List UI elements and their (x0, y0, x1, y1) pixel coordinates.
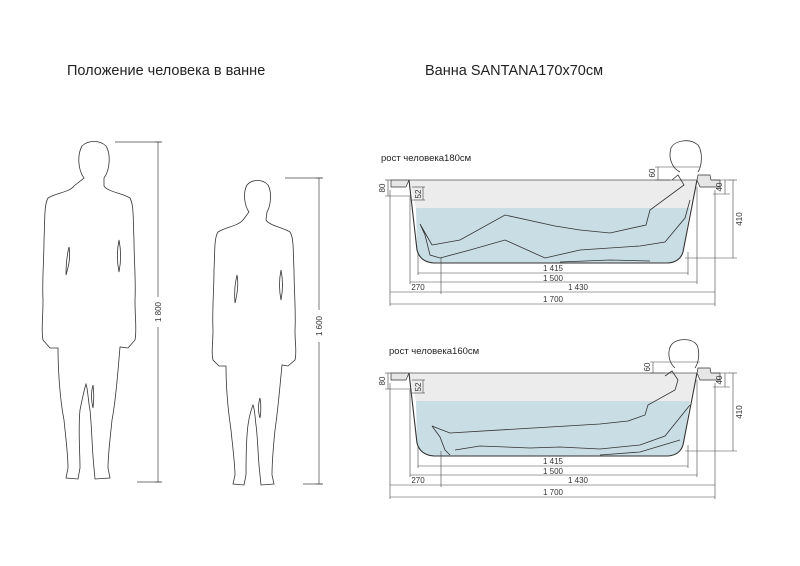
svg-text:1 700: 1 700 (543, 295, 564, 304)
svg-text:1 500: 1 500 (543, 467, 564, 476)
bath-1-caption: рост человека180см (381, 153, 472, 164)
svg-text:410: 410 (735, 212, 744, 226)
height-label-1800: 1 800 (154, 301, 163, 322)
svg-text:270: 270 (411, 283, 425, 292)
svg-text:1 415: 1 415 (543, 457, 564, 466)
height-dimension-1600: 1 600 (285, 177, 324, 485)
title-person-position: Положение человека в ванне (67, 63, 266, 79)
svg-text:60: 60 (648, 168, 657, 177)
height-label-1600: 1 600 (315, 315, 324, 336)
person-figure-1800 (41, 141, 137, 480)
reclining-person-160 (431, 339, 700, 456)
svg-text:410: 410 (735, 405, 744, 419)
svg-text:52: 52 (414, 189, 423, 198)
bath-1-dimensions: 80 52 60 40 410 1 415 1 500 270 1 430 (378, 166, 744, 306)
svg-text:60: 60 (643, 362, 652, 371)
svg-text:40: 40 (715, 375, 724, 384)
svg-text:1 500: 1 500 (543, 274, 564, 283)
svg-text:52: 52 (414, 382, 423, 391)
bath-2-dimensions: 80 52 60 40 410 1 415 1 500 270 1 430 1 … (378, 361, 744, 499)
svg-text:1 430: 1 430 (568, 283, 589, 292)
svg-text:1 700: 1 700 (543, 488, 564, 497)
title-bath-model: Ванна SANTANA170x70см (425, 63, 604, 79)
bath-diagram-180 (390, 140, 721, 264)
person-figure-1600 (211, 180, 297, 486)
bath-diagram-160 (390, 339, 721, 457)
height-dimension-1800: 1 800 (115, 141, 163, 483)
reclining-person-180 (419, 140, 702, 263)
svg-text:80: 80 (378, 376, 387, 385)
bath-2-caption: рост человека160см (389, 346, 480, 357)
svg-text:80: 80 (378, 183, 387, 192)
svg-text:270: 270 (411, 476, 425, 485)
svg-text:1 430: 1 430 (568, 476, 589, 485)
svg-text:1 415: 1 415 (543, 264, 564, 273)
svg-text:40: 40 (715, 182, 724, 191)
